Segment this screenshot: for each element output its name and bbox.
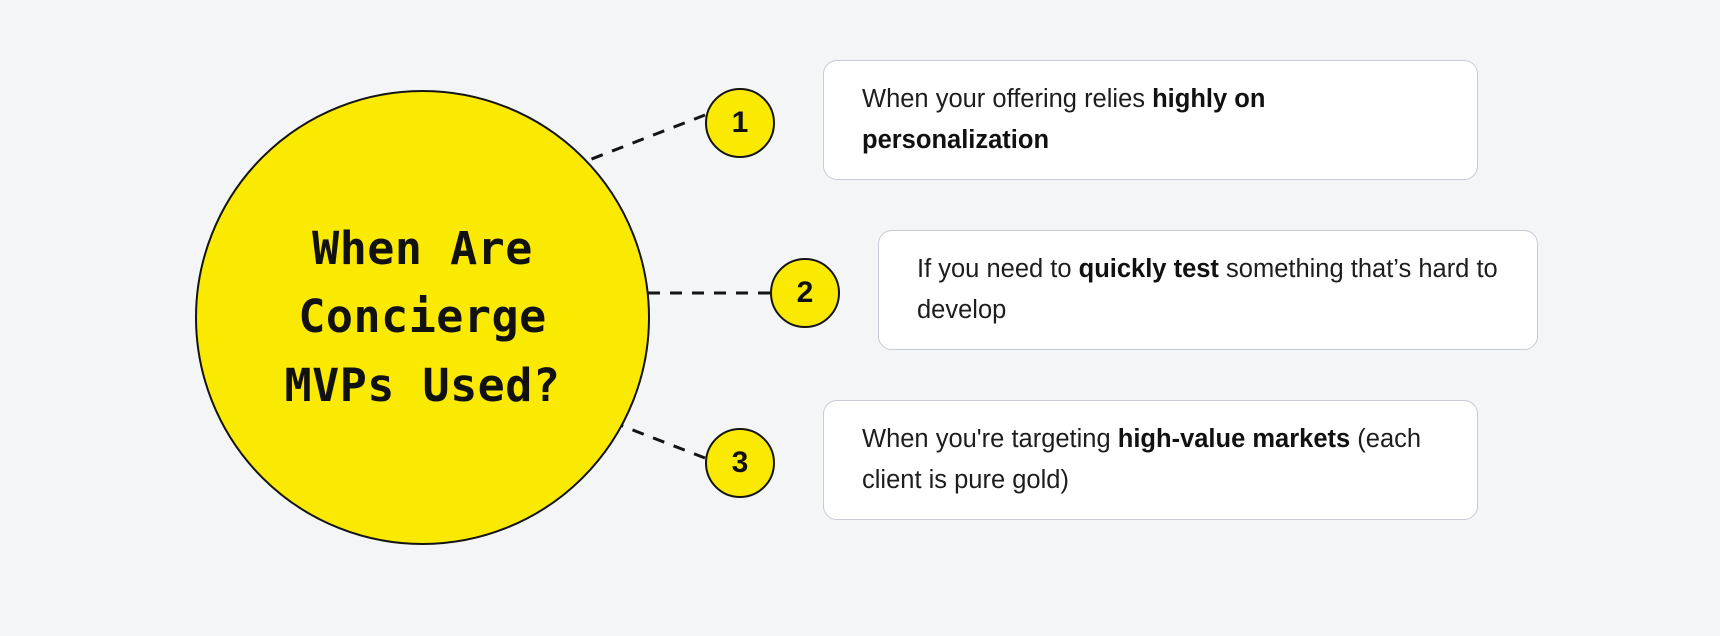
- info-card-2-text: If you need to quickly test something th…: [917, 254, 1498, 324]
- info-card-2: If you need to quickly test something th…: [878, 230, 1538, 350]
- number-badge-3: 3: [705, 428, 775, 498]
- number-badge-2: 2: [770, 258, 840, 328]
- info-card-1: When your offering relies highly on pers…: [823, 60, 1478, 180]
- central-hub-circle: When Are Concierge MVPs Used?: [195, 90, 650, 545]
- info-card-3-text: When you're targeting high-value markets…: [862, 424, 1422, 494]
- number-badge-3-label: 3: [731, 446, 749, 479]
- number-badge-1: 1: [705, 88, 775, 158]
- connector-line-1: [570, 113, 706, 169]
- number-badge-2-label: 2: [796, 276, 814, 309]
- info-card-1-text: When your offering relies highly on pers…: [862, 84, 1266, 154]
- info-card-3: When you're targeting high-value markets…: [823, 400, 1478, 520]
- number-badge-1-label: 1: [731, 106, 749, 139]
- hub-title: When Are Concierge MVPs Used?: [284, 221, 561, 412]
